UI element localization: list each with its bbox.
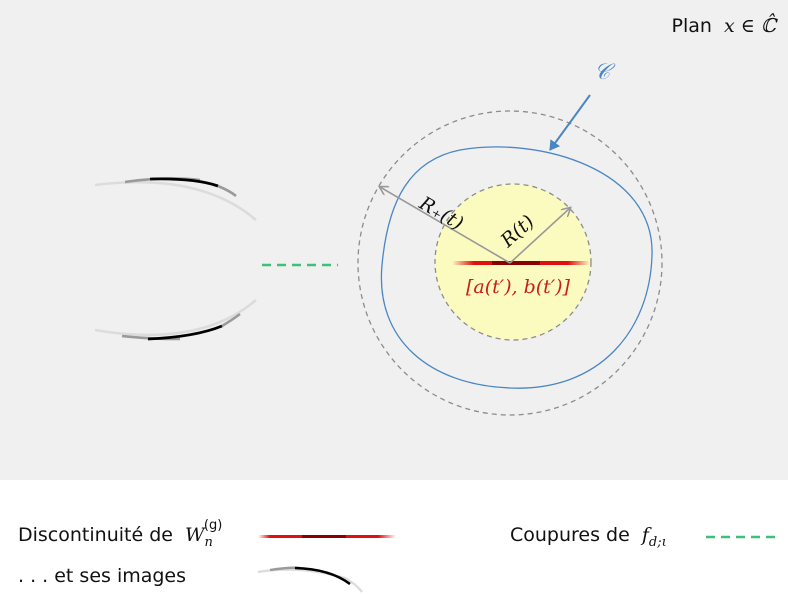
- legend-images-arc: [257, 566, 363, 593]
- legend-discontinuity-text: Discontinuité de Wn(g): [18, 518, 222, 550]
- contour-c: [380, 146, 653, 389]
- legend-discontinuity-fade-right: [378, 535, 396, 538]
- plane-panel: [0, 0, 788, 480]
- radius-outer-arrow: [380, 187, 511, 264]
- interval-label: [a(t′), b(t′)]: [466, 276, 571, 298]
- discontinuity-fade-left: [452, 261, 474, 265]
- discontinuity-fade-right: [568, 261, 590, 265]
- radius-inner-arrow: [509, 208, 570, 264]
- legend-discontinuity-core: [302, 535, 346, 538]
- outer-dashed-circle: [357, 110, 663, 416]
- contour-arrow: [549, 94, 591, 151]
- plane-label: Plan x ∈ ℂ̂: [672, 13, 779, 37]
- legend-discontinuity-fade-left: [258, 535, 270, 538]
- image-arcs: [94, 177, 257, 341]
- legend: Discontinuité de Wn(g) . . . et ses imag…: [18, 518, 780, 593]
- discontinuity-core: [492, 261, 540, 265]
- legend-images-text: . . . et ses images: [18, 565, 186, 587]
- legend-cuts-text: Coupures de fd;ι: [510, 524, 667, 550]
